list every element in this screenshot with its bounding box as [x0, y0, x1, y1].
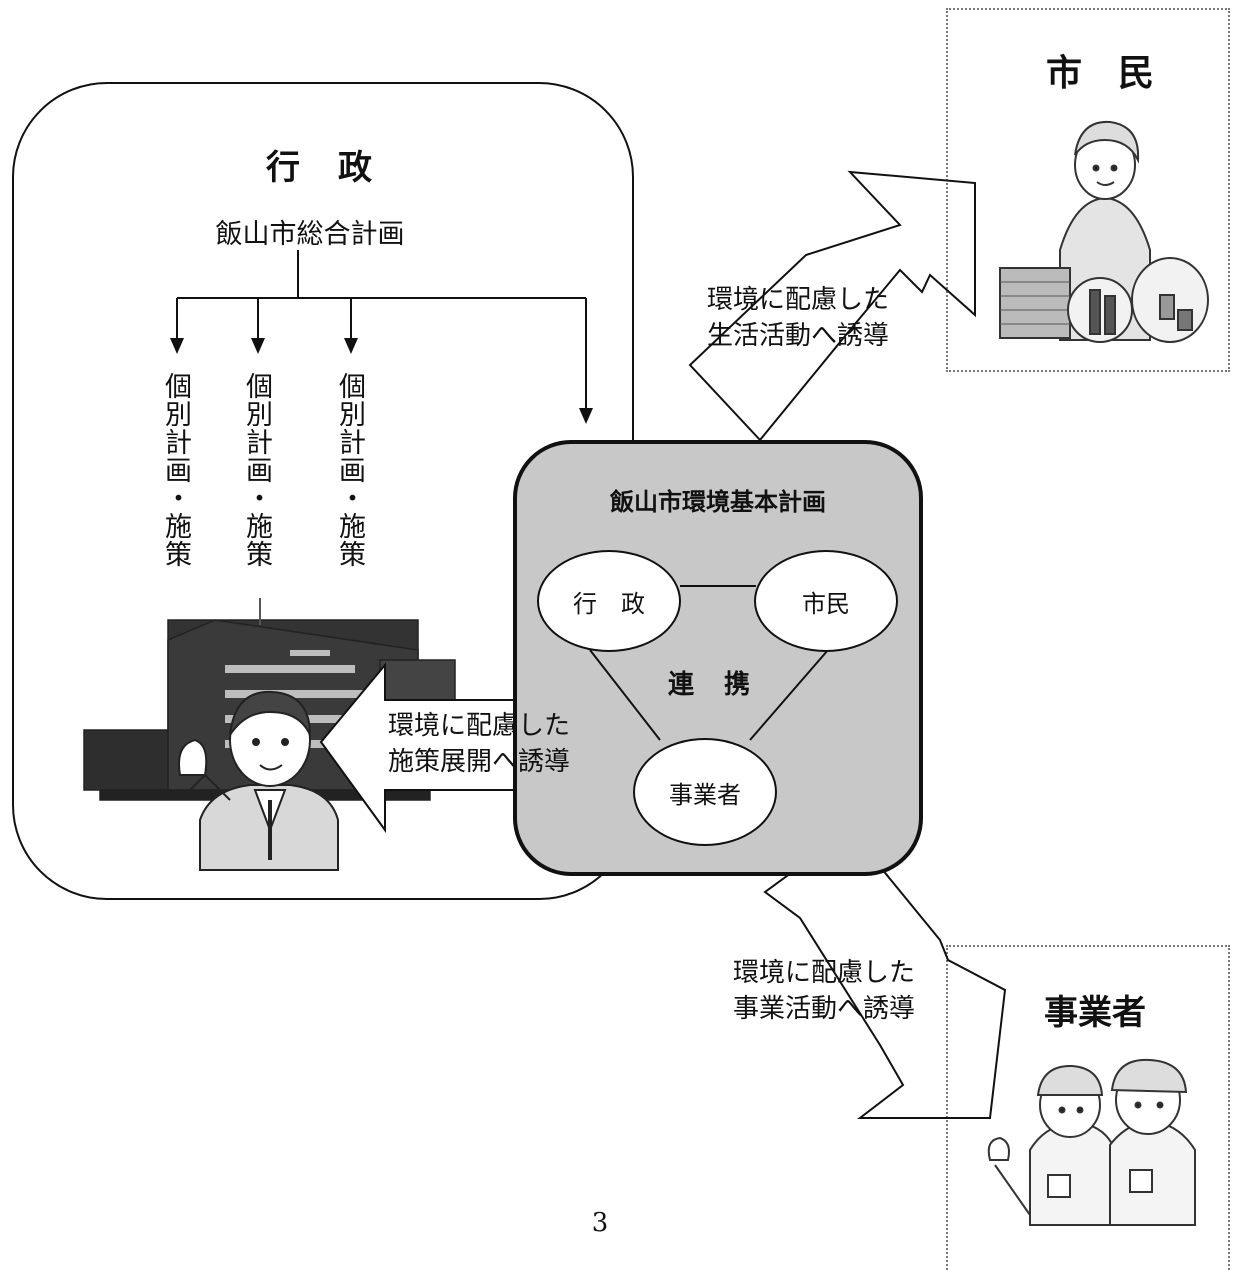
plan-connector-lines [176, 250, 587, 412]
basic-plan-title: 飯山市環境基本計画 [610, 488, 826, 516]
page-number: 3 [591, 1208, 609, 1238]
workers-illustration [987, 1058, 1196, 1226]
administration-arrow-line2: 施策展開へ誘導 [387, 747, 570, 777]
individual-plan-label: 個別計画・施策 [334, 372, 365, 568]
citizens-arrow-line1: 環境に配慮した [706, 285, 889, 315]
administration-arrow-label: 環境に配慮した 施策展開へ誘導 [368, 708, 590, 780]
connector-arrowheads [170, 338, 593, 424]
citizens-arrow-line2: 生活活動へ誘導 [706, 321, 889, 351]
master-plan-label: 飯山市総合計画 [215, 219, 405, 250]
citizens-title: 市 民 [1045, 53, 1154, 94]
cooperation-label: 連 携 [667, 670, 752, 700]
businesses-arrow-line1: 環境に配慮した [732, 958, 915, 988]
basic-plan-box [513, 440, 923, 876]
node-businesses: 事業者 [633, 738, 777, 846]
node-administration: 行 政 [537, 550, 681, 652]
arrow-to-businesses [763, 828, 1007, 1119]
administration-title: 行 政 [266, 148, 374, 188]
citizen-recycling-illustration [999, 120, 1209, 343]
administration-arrow-line1: 環境に配慮した [387, 711, 570, 741]
citizens-arrow-label: 環境に配慮した 生活活動へ誘導 [690, 282, 906, 354]
arrow-to-citizens [688, 170, 976, 442]
businesses-title: 事業者 [1044, 993, 1146, 1033]
businesses-arrow-line2: 事業活動へ誘導 [732, 994, 915, 1024]
businesses-arrow-label: 環境に配慮した 事業活動へ誘導 [716, 955, 932, 1027]
official-person-illustration [178, 690, 339, 871]
individual-plan-label: 個別計画・施策 [241, 372, 272, 568]
node-citizens: 市民 [754, 550, 898, 652]
individual-plan-label: 個別計画・施策 [160, 372, 191, 568]
